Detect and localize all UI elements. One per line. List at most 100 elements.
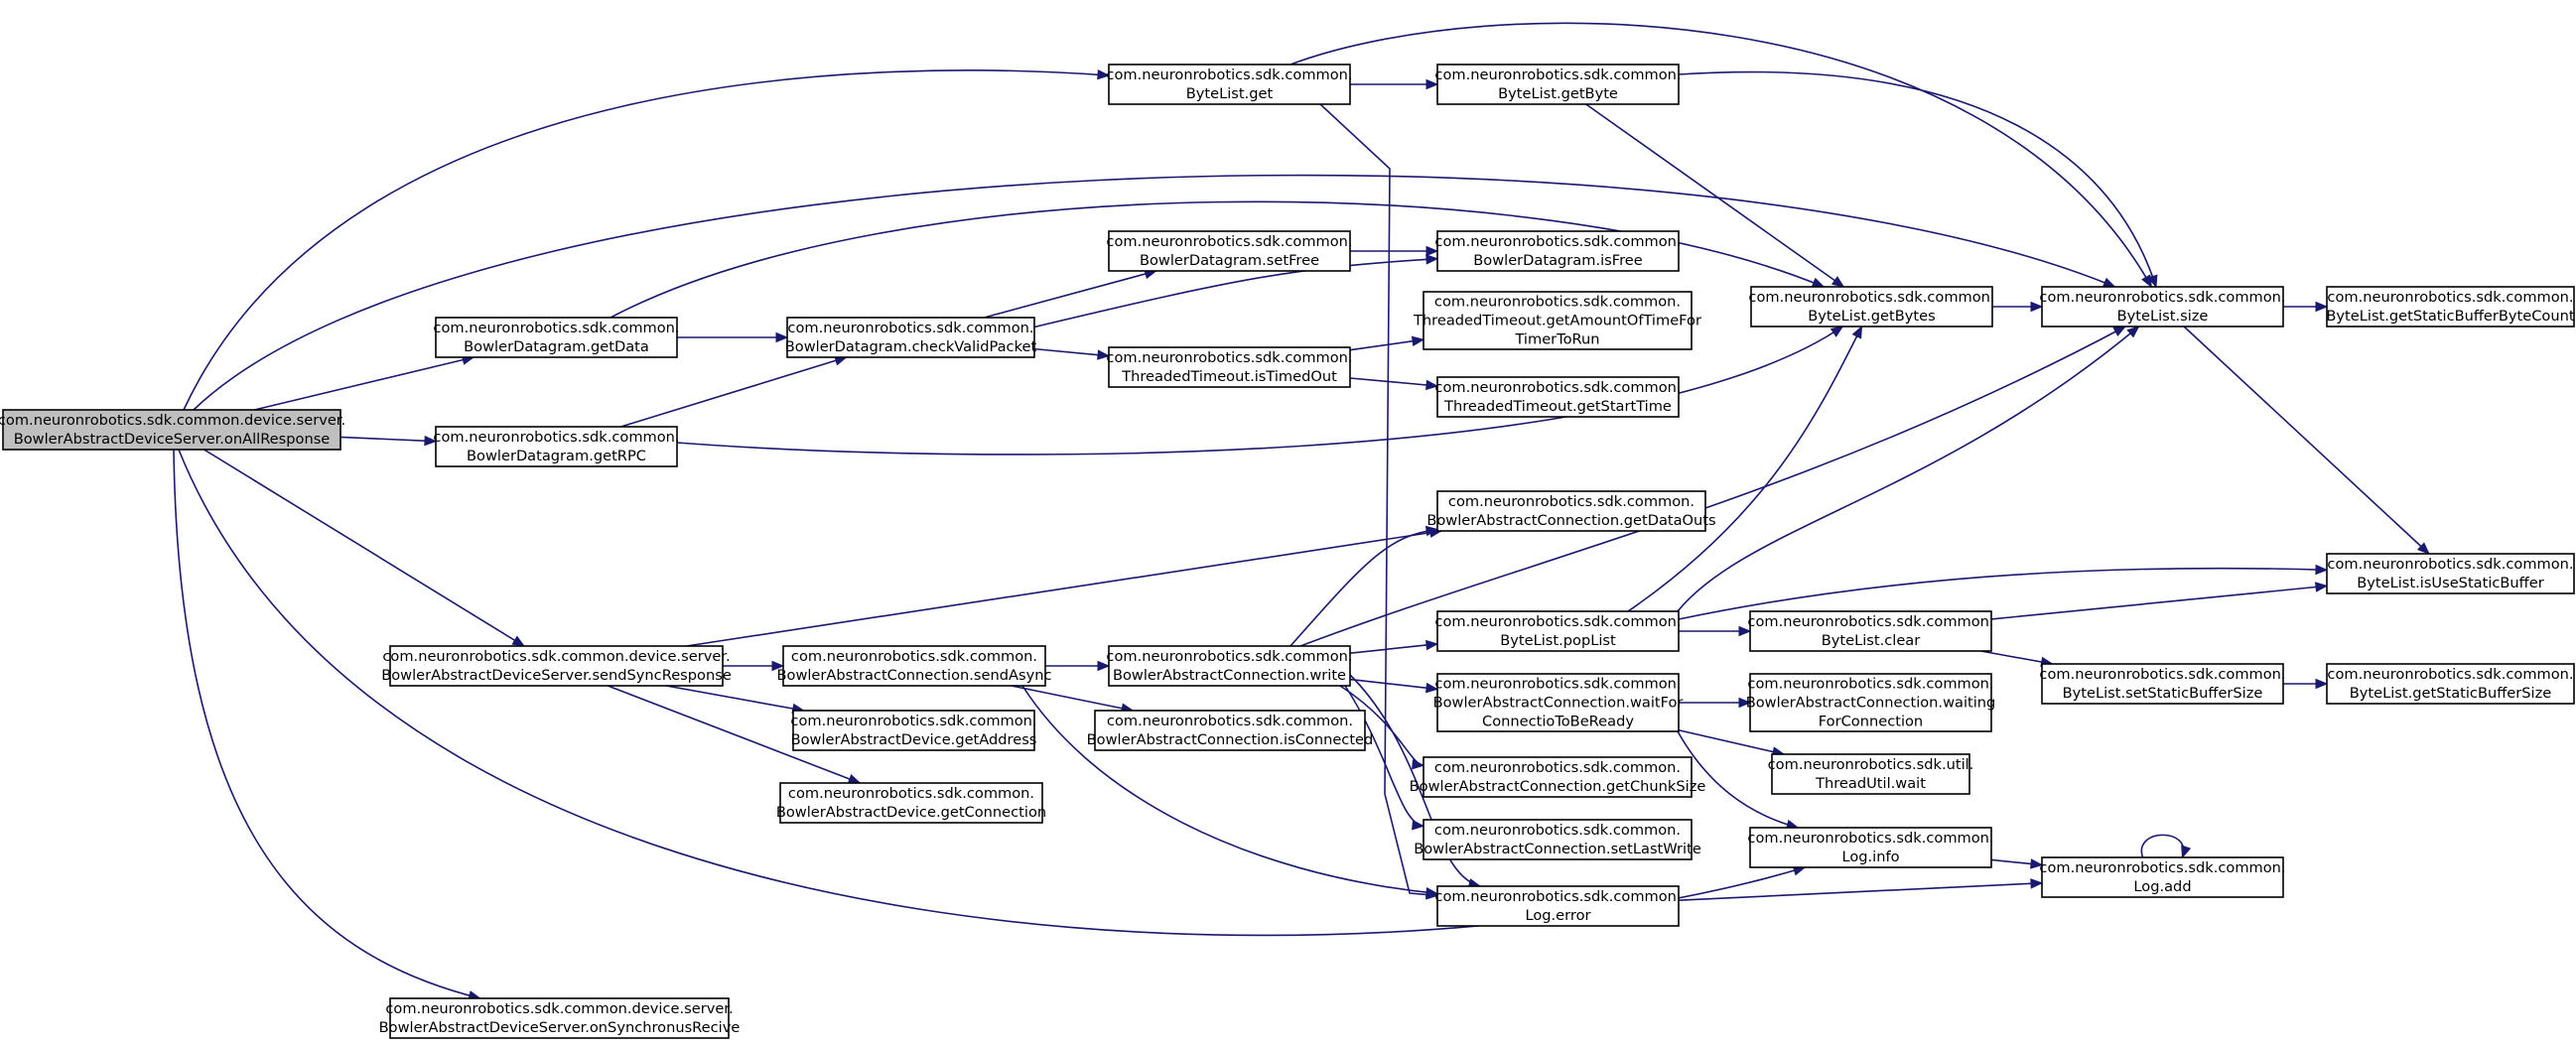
node-label-line: com.neuronrobotics.sdk.common. (1106, 66, 1352, 83)
node-conn-getchunk[interactable]: com.neuronrobotics.sdk.common. BowlerAbst… (1410, 756, 1706, 798)
node-box (2326, 286, 2575, 327)
node-label-line: BowlerAbstractConnection.isConnected (1087, 731, 1374, 748)
node-label-line: BowlerDatagram.setFree (1140, 252, 1319, 269)
node-conn-write[interactable]: com.neuronrobotics.sdk.common. BowlerAbst… (1106, 645, 1353, 687)
edge-bytelist_poplist-to-bytelist_isusestatic (1678, 567, 2328, 620)
node-bytelist-clear[interactable]: com.neuronrobotics.sdk.common.ByteList.c… (1747, 610, 1994, 652)
node-conn-setlastwrite[interactable]: com.neuronrobotics.sdk.common.BowlerAbst… (1414, 819, 1701, 860)
call-edge (1990, 582, 2329, 620)
node-bytelist-getstaticsize[interactable]: com.neuronrobotics.sdk.common.ByteList.g… (2326, 663, 2575, 705)
node-log-add[interactable]: com.neuronrobotics.sdk.common.Log.add (2039, 856, 2286, 898)
node-label-line: BowlerAbstractConnection.write (1113, 667, 1346, 684)
node-log-info[interactable]: com.neuronrobotics.sdk.common.Log.info (1747, 827, 1994, 868)
node-label-line: com.neuronrobotics.sdk.common. (1434, 379, 1681, 396)
node-label-line: com.neuronrobotics.sdk.common. (790, 713, 1036, 729)
node-conn-waitfor[interactable]: com.neuronrobotics.sdk.common.BowlerAbst… (1433, 673, 1684, 732)
node-datagram-isfree[interactable]: com.neuronrobotics.sdk.common.BowlerData… (1434, 230, 1682, 272)
node-bytelist-getstaticcount[interactable]: com.neuronrobotics.sdk.common.ByteList.g… (2326, 286, 2575, 327)
node-conn-waiting[interactable]: com.neuronrobotics.sdk.common.BowlerAbst… (1746, 673, 1996, 732)
node-label-line: ByteList.popList (1500, 632, 1616, 649)
node-box (2041, 663, 2284, 705)
node-label-line: ThreadedTimeout.getStartTime (1443, 398, 1672, 415)
call-edge (677, 331, 789, 343)
node-box (389, 997, 730, 1039)
node-root[interactable]: com.neuronrobotics.sdk.common.device.ser… (0, 409, 345, 451)
node-bytelist-setstaticsize[interactable]: com.neuronrobotics.sdk.common.ByteList.s… (2039, 663, 2286, 705)
call-edge (1585, 103, 1845, 288)
edge-bytelist_poplist-to-bytelist_isusestatic-arrowhead (2315, 564, 2329, 576)
edge-conn_sendasync-to-conn_isconnected (1011, 685, 1134, 712)
node-server-sendsync[interactable]: com.neuronrobotics.sdk.common.device.ser… (381, 645, 732, 687)
node-label-line: ForConnection (1819, 714, 1923, 730)
call-edge (1678, 70, 2158, 289)
node-box (2326, 553, 2575, 594)
node-box (1749, 827, 1992, 868)
edge-bytelist_clear-to-bytelist_isusestatic-arrowhead (2315, 582, 2329, 592)
node-label-line: com.neuronrobotics.sdk.common. (1747, 613, 1993, 630)
node-server-onsynchronus[interactable]: com.neuronrobotics.sdk.common.device.ser… (379, 997, 741, 1039)
node-box (1108, 346, 1351, 388)
edge-bytelist_setstaticsize-to-bytelist_getstaticsize-arrowhead (2315, 678, 2329, 690)
node-box (1436, 490, 1706, 532)
node-label-line: ByteList.getBytes (1808, 308, 1935, 325)
node-box (1749, 610, 1992, 652)
edge-datagram_getrpc-to-bytelist_getbytes (676, 326, 1843, 456)
node-device-getaddress[interactable]: com.neuronrobotics.sdk.common.BowlerAbst… (790, 710, 1037, 751)
node-box (1436, 376, 1680, 418)
node-timeout-istimedout[interactable]: com.neuronrobotics.sdk.common.ThreadedTi… (1106, 346, 1353, 388)
node-label-line: com.neuronrobotics.sdk.common. (433, 320, 679, 336)
node-bytelist-getbytes[interactable]: com.neuronrobotics.sdk.common.ByteList.g… (1748, 286, 1995, 327)
call-edge (1677, 326, 2140, 612)
call-edge (1031, 254, 1439, 328)
edge-bytelist_clear-to-bytelist_setstaticsize (1980, 650, 2053, 665)
edge-server_sendsync-to-conn_sendasync-arrowhead (771, 660, 785, 672)
call-edge (620, 355, 848, 428)
edge-bytelist_poplist-to-bytelist_size-arrowhead (2126, 326, 2140, 338)
node-datagram-getrpc[interactable]: com.neuronrobotics.sdk.common.BowlerData… (433, 426, 680, 467)
node-box (2, 409, 341, 451)
node-datagram-setfree[interactable]: com.neuronrobotics.sdk.common.BowlerData… (1106, 230, 1353, 272)
node-bytelist-isusestatic[interactable]: com.neuronrobotics.sdk.common.ByteList.i… (2326, 553, 2575, 594)
node-label-line: com.neuronrobotics.sdk.common. (1434, 822, 1681, 839)
node-label-line: com.neuronrobotics.sdk.common. (1434, 294, 1681, 311)
node-label-line: BowlerAbstractConnection.waiting (1746, 695, 1996, 712)
node-label-line: ByteList.getStaticBufferByteCount (2326, 308, 2574, 325)
edge-conn_write-to-conn_waitfor (1349, 678, 1438, 691)
call-edge (1349, 377, 1439, 391)
call-edge (1350, 78, 1439, 90)
node-bytelist-get[interactable]: com.neuronrobotics.sdk.common.ByteList.g… (1106, 64, 1353, 105)
node-label-line: BowlerAbstractDeviceServer.onSynchronusR… (379, 1019, 741, 1036)
node-label-line: com.neuronrobotics.sdk.common. (1106, 648, 1352, 665)
edge-bytelist_size-to-bytelist_isusestatic (2183, 326, 2430, 555)
node-box (2041, 286, 2284, 327)
edge-bytelist_poplist-to-bytelist_size (1677, 326, 2140, 612)
edge-root-to-bytelist_get (183, 69, 1110, 411)
node-timeout-getamount[interactable]: com.neuronrobotics.sdk.common.ThreadedTi… (1413, 291, 1701, 350)
node-bytelist-getbyte[interactable]: com.neuronrobotics.sdk.common.ByteList.g… (1434, 64, 1682, 105)
edge-conn_sendasync-to-conn_write-arrowhead (1097, 660, 1111, 672)
node-conn-sendasync[interactable]: com.neuronrobotics.sdk.common.BowlerAbst… (777, 645, 1052, 687)
node-datagram-checkvalid[interactable]: com.neuronrobotics.sdk.common.BowlerData… (785, 317, 1037, 358)
node-label-line: com.neuronrobotics.sdk.common. (2039, 859, 2285, 876)
node-timeout-getstart[interactable]: com.neuronrobotics.sdk.common. ThreadedTi… (1434, 376, 1682, 418)
edge-conn_write-to-bytelist_size (1299, 326, 2126, 647)
node-util-wait[interactable]: com.neuronrobotics.sdk.util.ThreadUtil.w… (1768, 753, 1974, 795)
node-label-line: TimerToRun (1514, 331, 1599, 348)
node-label-line: com.neuronrobotics.sdk.common.device.ser… (385, 1000, 733, 1017)
node-label-line: com.neuronrobotics.sdk.common. (1434, 759, 1681, 776)
node-box (1108, 230, 1351, 272)
node-box (1749, 673, 1992, 732)
node-device-getconnection[interactable]: com.neuronrobotics.sdk.common.BowlerAbst… (776, 782, 1046, 824)
node-label-line: com.neuronrobotics.sdk.common. (2039, 289, 2285, 306)
node-label-line: BowlerAbstractConnection.getChunkSize (1410, 778, 1706, 795)
node-bytelist-poplist[interactable]: com.neuronrobotics.sdk.common.ByteList.p… (1434, 610, 1682, 652)
node-conn-getdataouts[interactable]: com.neuronrobotics.sdk.common.BowlerAbst… (1426, 490, 1716, 532)
node-label-line: com.neuronrobotics.sdk.common. (433, 429, 679, 446)
node-log-error[interactable]: com.neuronrobotics.sdk.common.Log.error (1434, 885, 1682, 927)
edge-root-to-datagram_getrpc (339, 436, 437, 443)
node-datagram-getdata[interactable]: com.neuronrobotics.sdk.common.BowlerData… (433, 317, 680, 358)
node-bytelist-size[interactable]: com.neuronrobotics.sdk.common.ByteList.s… (2039, 286, 2286, 327)
node-conn-isconnected[interactable]: com.neuronrobotics.sdk.common.BowlerAbst… (1087, 710, 1374, 751)
node-label-line: Log.info (1841, 849, 1899, 865)
